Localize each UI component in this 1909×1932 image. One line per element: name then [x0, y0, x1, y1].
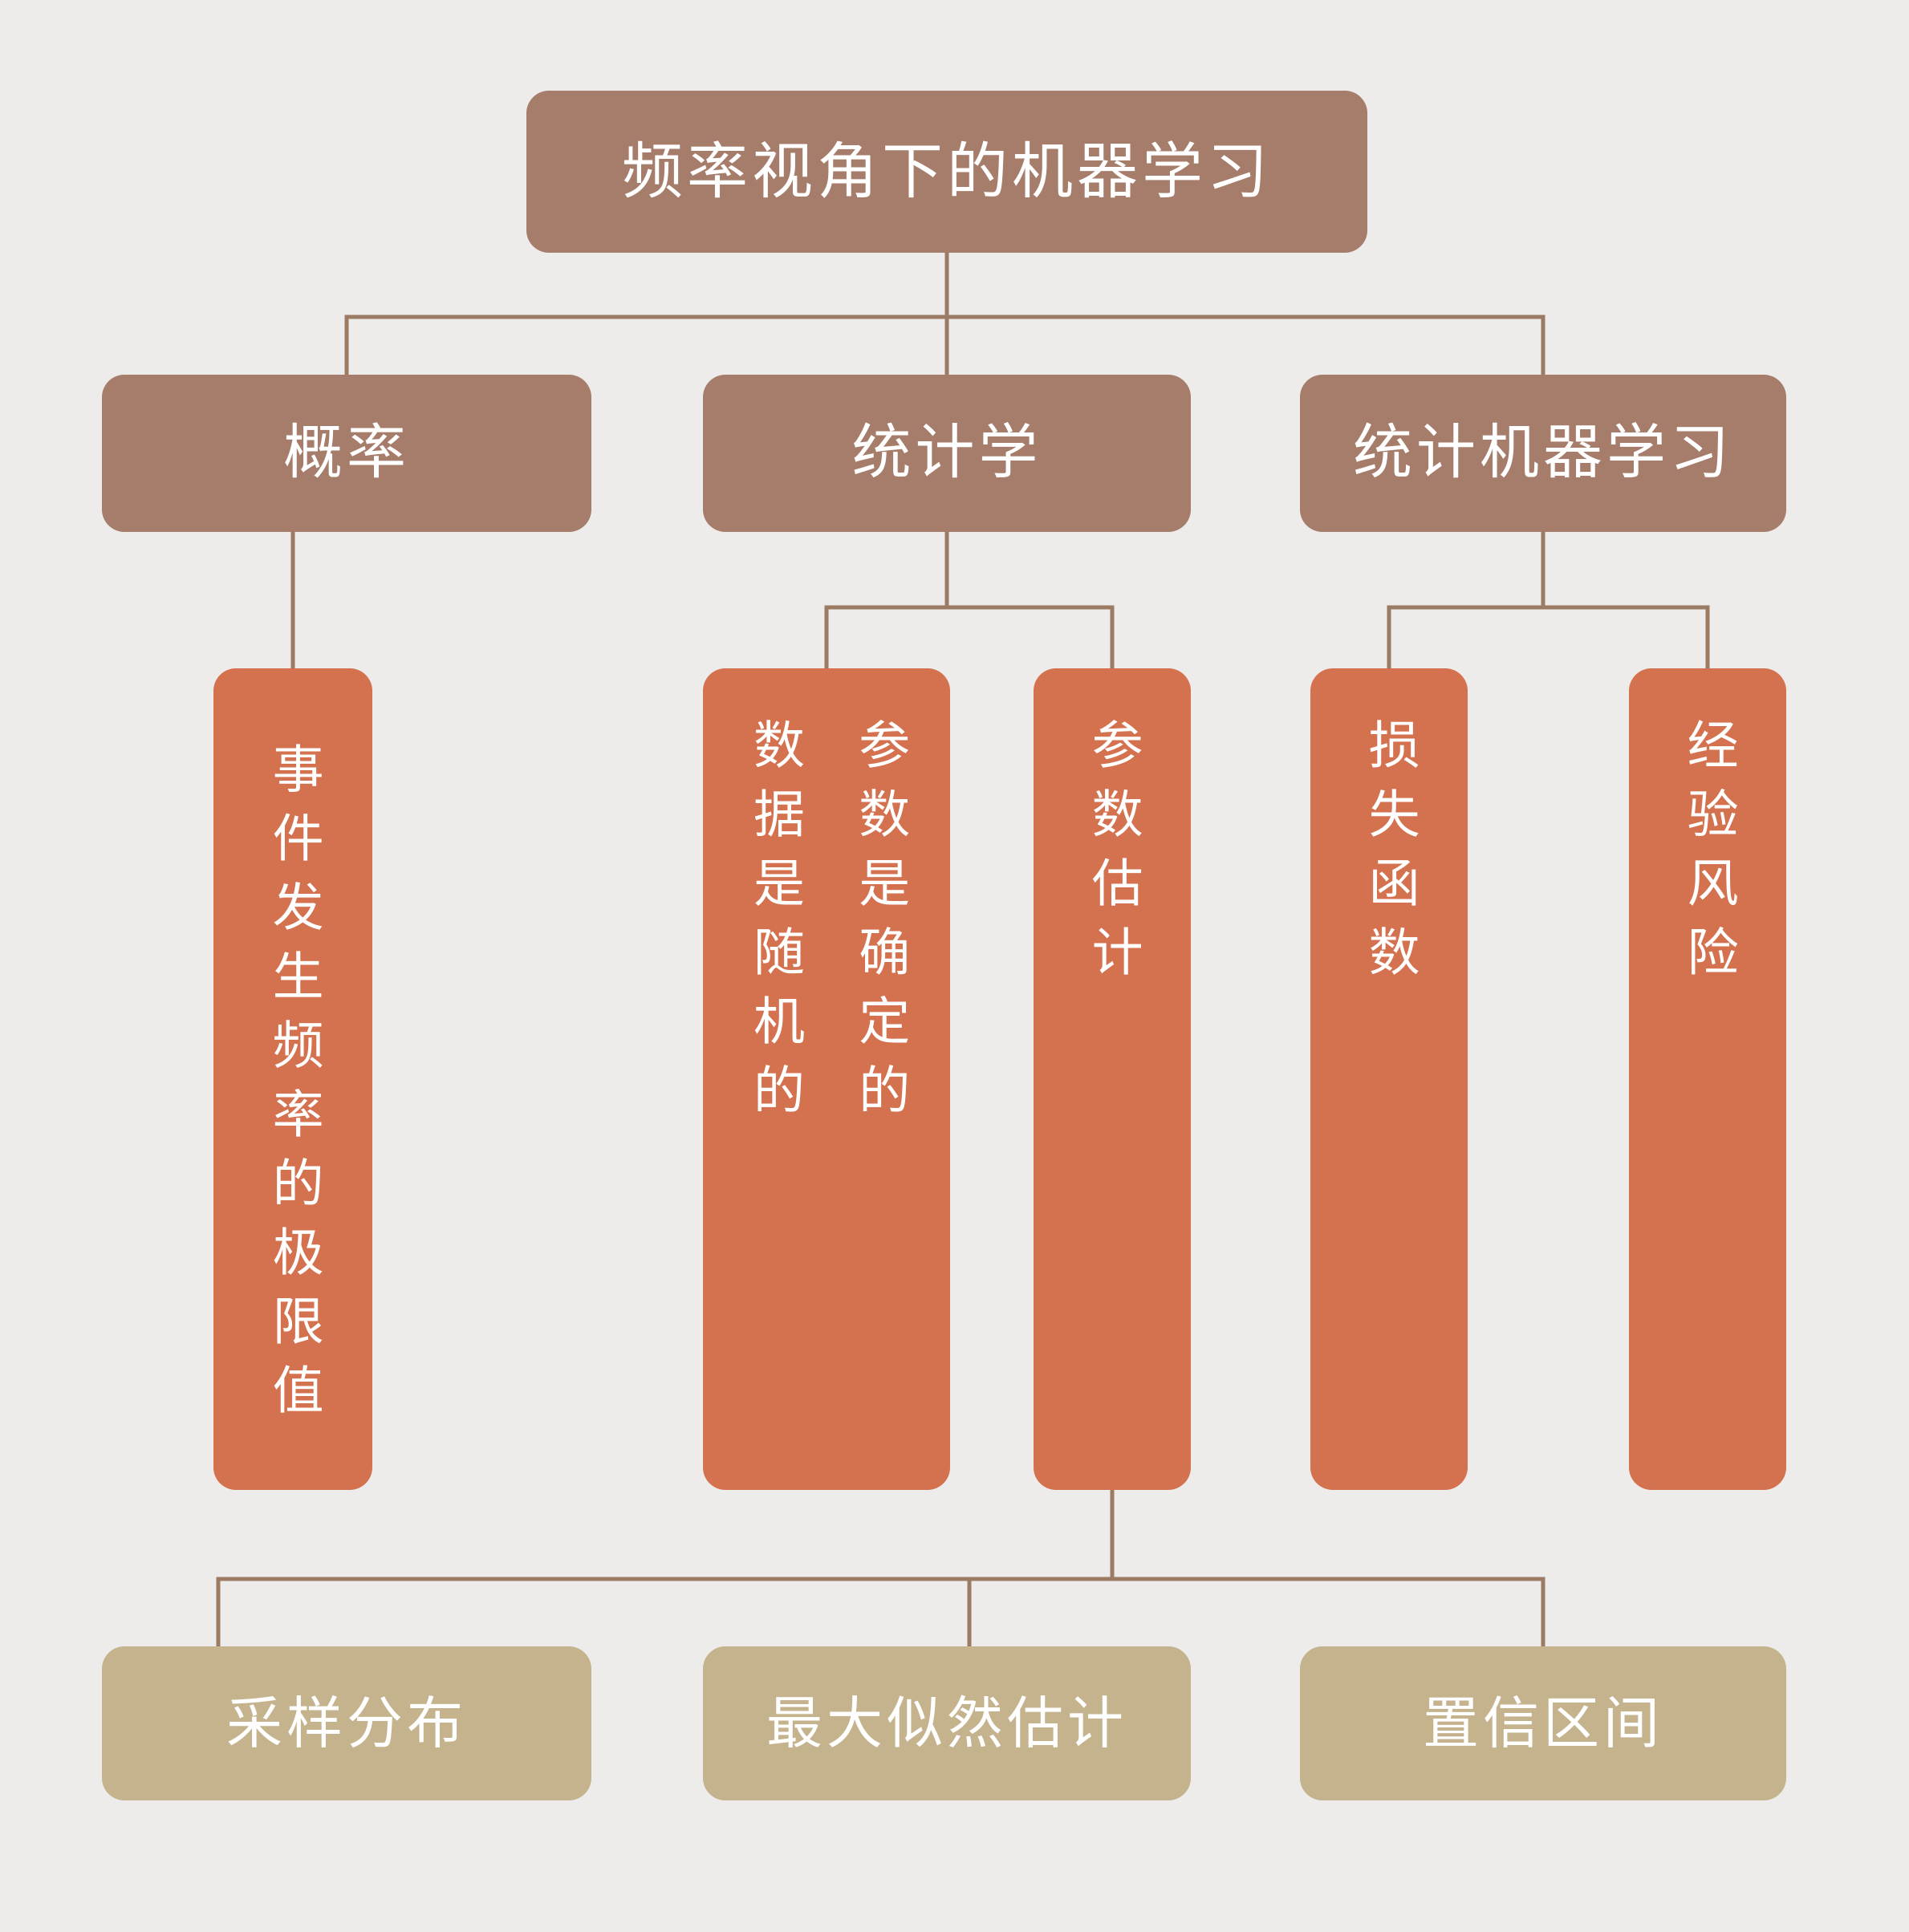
node-statistics-label: 统计学 — [851, 418, 1042, 488]
node-params-fixed-column: 参数是确定的 — [850, 718, 910, 1132]
node-loss-function: 损失函数 — [1310, 668, 1468, 1490]
node-statistics: 统计学 — [703, 375, 1191, 532]
node-root: 频率视角下的机器学习 — [526, 91, 1367, 253]
node-statistical-ml: 统计机器学习 — [1300, 375, 1786, 532]
node-data-random-column: 数据是随机的 — [745, 718, 804, 1132]
node-root-label: 频率视角下的机器学习 — [622, 136, 1272, 208]
node-parameter-estimation-label: 参数估计 — [1082, 718, 1143, 994]
node-frequency-limit: 事件发生频率的极限值 — [213, 668, 372, 1490]
node-loss-function-label: 损失函数 — [1359, 718, 1420, 994]
node-sampling-distribution-label: 采样分布 — [226, 1690, 467, 1756]
node-frequency-limit-label: 事件发生频率的极限值 — [263, 742, 323, 1432]
node-empirical-risk-label: 经验风险 — [1678, 718, 1738, 994]
node-statistical-ml-label: 统计机器学习 — [1353, 418, 1733, 488]
node-sampling-distribution: 采样分布 — [102, 1646, 591, 1800]
node-confidence-interval: 置信区间 — [1300, 1646, 1786, 1800]
node-confidence-interval-label: 置信区间 — [1423, 1690, 1663, 1756]
node-empirical-risk: 经验风险 — [1629, 668, 1786, 1490]
node-probability-label: 概率 — [283, 418, 410, 488]
node-mle-label: 最大似然估计 — [766, 1690, 1127, 1756]
node-mle: 最大似然估计 — [703, 1646, 1191, 1800]
node-probability: 概率 — [102, 375, 591, 532]
node-parameter-estimation: 参数估计 — [1034, 668, 1191, 1490]
node-params-fixed-data-random: 数据是随机的 参数是确定的 — [703, 668, 950, 1490]
